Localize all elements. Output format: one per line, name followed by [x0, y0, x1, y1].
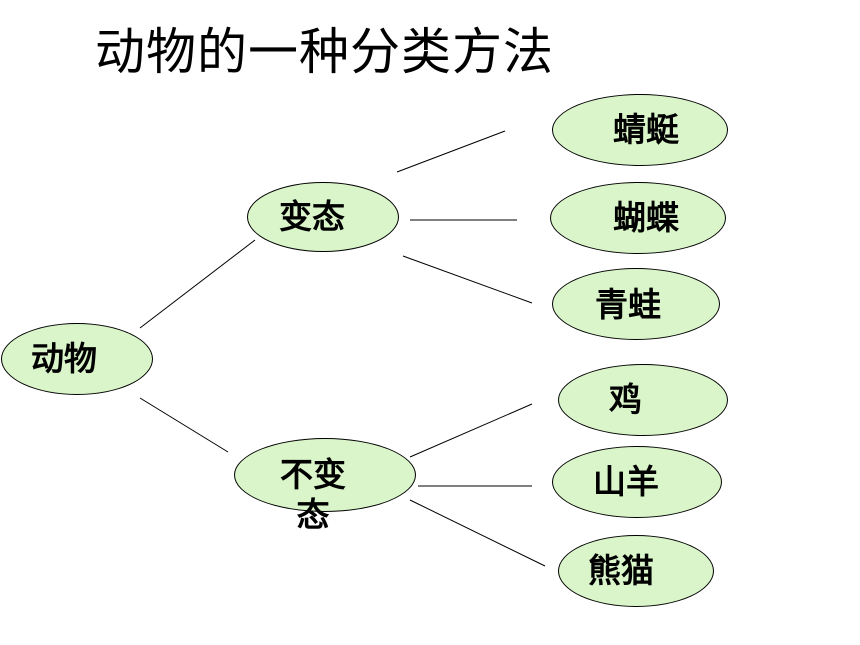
- leaf-label-0-1: 蝴蝶: [613, 198, 679, 237]
- branch-node-0: [247, 182, 399, 252]
- leaf-node-0-2: [552, 268, 720, 340]
- leaf-node-1-0: [558, 364, 728, 436]
- connector-branch-0-leaf-0: [396, 130, 506, 173]
- branch-label-0: 变态: [279, 197, 345, 236]
- root-node: [1, 323, 153, 395]
- leaf-node-0-1: [550, 182, 726, 254]
- connector-root-branch-0: [139, 239, 256, 329]
- connector-branch-0-leaf-2: [402, 255, 533, 304]
- leaf-label-0-0: 蜻蜓: [613, 110, 679, 149]
- leaf-label-0-2: 青蛙: [595, 285, 661, 324]
- leaf-node-1-2: [558, 535, 714, 607]
- connector-branch-1-leaf-2: [409, 499, 546, 567]
- leaf-label-1-2: 熊猫: [588, 551, 654, 590]
- branch-label-1: 不变态: [280, 455, 346, 534]
- connector-branch-1-leaf-0: [409, 403, 533, 458]
- connector-root-branch-1: [139, 397, 229, 453]
- leaf-label-1-0: 鸡: [609, 380, 642, 419]
- leaf-label-1-1: 山羊: [593, 462, 659, 501]
- root-label: 动物: [31, 339, 97, 378]
- diagram-title: 动物的一种分类方法: [95, 23, 554, 81]
- branch-node-1: [234, 438, 416, 512]
- leaf-node-1-1: [552, 446, 722, 518]
- leaf-node-0-0: [552, 94, 728, 166]
